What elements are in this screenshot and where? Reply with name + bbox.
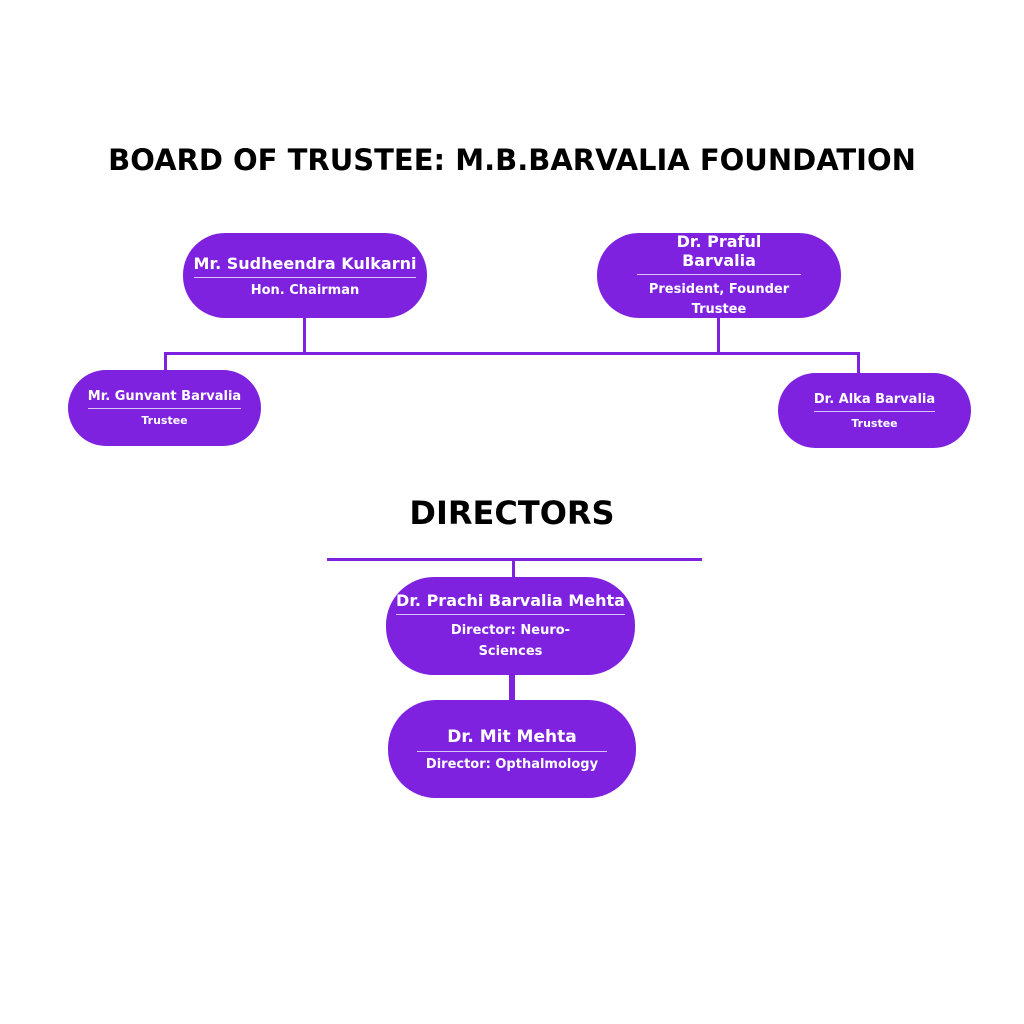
- node-name: Dr. Alka Barvalia: [813, 392, 936, 412]
- node-name: Mr. Gunvant Barvalia: [87, 389, 242, 409]
- node-name: Dr. Praful Barvalia: [637, 232, 801, 275]
- connector: [303, 318, 306, 354]
- connector: [857, 352, 860, 374]
- connector: [509, 674, 515, 701]
- node-gunvant-barvalia: Mr. Gunvant Barvalia Trustee: [68, 370, 261, 446]
- chart-title: BOARD OF TRUSTEE: M.B.BARVALIA FOUNDATIO…: [108, 143, 916, 177]
- node-role: Trustee: [141, 414, 188, 427]
- node-mit-mehta: Dr. Mit Mehta Director: Opthalmology: [388, 700, 636, 798]
- node-name: Dr. Mit Mehta: [417, 727, 607, 752]
- connector-horizontal: [164, 352, 860, 355]
- node-alka-barvalia: Dr. Alka Barvalia Trustee: [778, 373, 971, 448]
- node-role: President, Founder Trustee: [648, 281, 790, 317]
- directors-title: DIRECTORS: [409, 494, 615, 532]
- connector: [512, 558, 515, 578]
- node-name: Dr. Prachi Barvalia Mehta: [396, 591, 625, 615]
- node-praful-barvalia: Dr. Praful Barvalia President, Founder T…: [597, 232, 841, 318]
- node-name: Mr. Sudheendra Kulkarni: [193, 254, 417, 278]
- connector: [717, 318, 720, 354]
- connector: [164, 352, 167, 371]
- node-role: Hon. Chairman: [250, 282, 360, 298]
- node-sudheendra-kulkarni: Mr. Sudheendra Kulkarni Hon. Chairman: [183, 233, 427, 318]
- node-role: Trustee: [851, 416, 898, 430]
- node-role: Director: Neuro-Sciences: [450, 622, 571, 659]
- node-role: Director: Opthalmology: [425, 756, 599, 772]
- node-prachi-barvalia-mehta: Dr. Prachi Barvalia Mehta Director: Neur…: [386, 577, 635, 675]
